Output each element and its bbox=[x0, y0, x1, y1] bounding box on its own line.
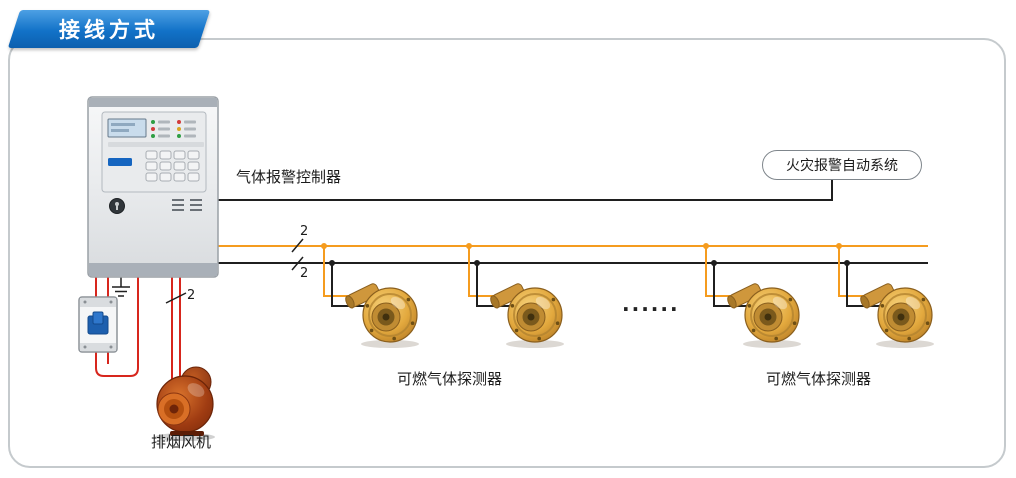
gas-detector-4 bbox=[857, 281, 935, 349]
circuit-breaker-device bbox=[78, 296, 118, 353]
detector-label-left: 可燃气体探测器 bbox=[397, 370, 503, 388]
controller-vents bbox=[172, 199, 202, 211]
ground-symbol bbox=[112, 277, 130, 297]
fan-label: 排烟风机 bbox=[151, 433, 212, 451]
controller-label: 气体报警控制器 bbox=[236, 168, 342, 186]
gas-detector-3 bbox=[724, 281, 802, 349]
gas-detector-2 bbox=[487, 281, 565, 349]
controller-bottom-cap bbox=[89, 263, 217, 276]
controller-top-cap bbox=[89, 98, 217, 107]
section-banner-title: 接线方式 bbox=[59, 18, 159, 42]
fan-wire-slash-mark bbox=[165, 292, 187, 304]
section-banner: 接线方式 bbox=[7, 10, 211, 48]
fire-alarm-system-label: 火灾报警自动系统 bbox=[786, 158, 898, 174]
gas-detector-1 bbox=[342, 281, 420, 349]
power-wires-red bbox=[95, 277, 139, 377]
wire-count-bottom: 2 bbox=[300, 266, 309, 281]
controller-lock bbox=[109, 198, 125, 214]
controller-keypad bbox=[145, 150, 200, 182]
fan-supply-wires bbox=[165, 277, 187, 382]
brand-logo bbox=[108, 158, 132, 166]
wires-layer bbox=[95, 180, 928, 382]
wire-count-top: 2 bbox=[300, 224, 309, 239]
ellipsis-dots: ...... bbox=[622, 292, 680, 316]
controller-indicator-leds bbox=[151, 120, 196, 138]
bus-wire-slash-marks bbox=[291, 238, 304, 271]
fire-alarm-system-box: 火灾报警自动系统 bbox=[762, 150, 922, 180]
exhaust-fan-device bbox=[154, 366, 216, 442]
detector-label-right: 可燃气体探测器 bbox=[766, 370, 872, 388]
wire-count-fan: 2 bbox=[187, 288, 196, 303]
controller-device bbox=[87, 96, 219, 278]
bus-junction-dots bbox=[321, 243, 850, 266]
controller-lcd bbox=[107, 118, 147, 138]
controller-to-fire-system-wire bbox=[218, 180, 833, 201]
